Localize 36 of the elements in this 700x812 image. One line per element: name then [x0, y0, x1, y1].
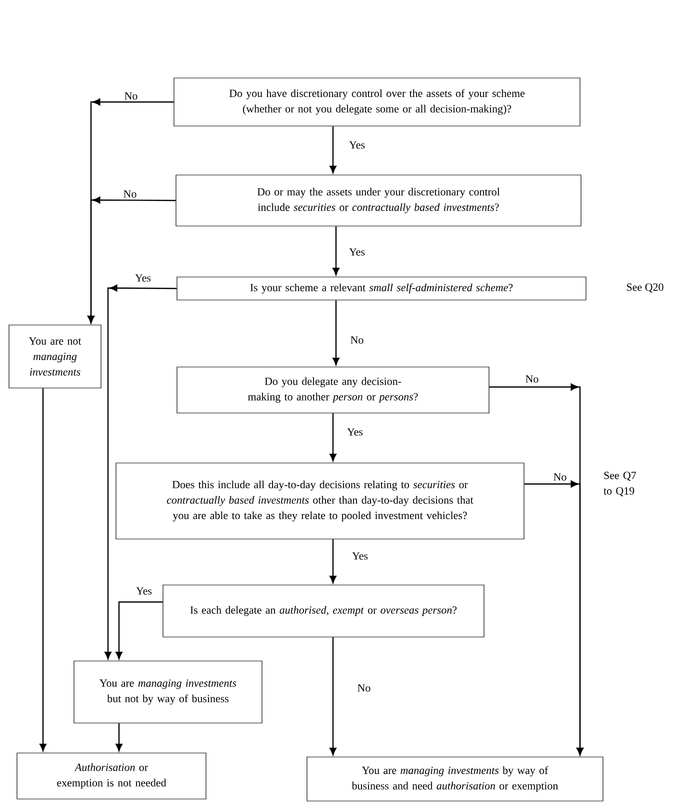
arrow: [88, 196, 176, 324]
flow-box: Do or may the assets under your discretionary control include securities or contractually based investments?: [176, 174, 582, 226]
arrow: [332, 300, 340, 366]
flow-box: You are managing investments by way of business and need authorisation or exemption: [306, 756, 604, 802]
edge-label: No: [524, 374, 540, 384]
arrow: [330, 413, 336, 462]
flow-box: Authorisation or exemption is not needed: [16, 752, 206, 800]
cross-reference: See Q20: [627, 283, 664, 293]
flow-box: Is each delegate an authorised, exempt or overseas person?: [162, 584, 484, 638]
arrow: [330, 539, 336, 584]
cross-reference: See Q7 to Q19: [604, 472, 636, 496]
edge-label: No: [349, 335, 365, 345]
flow-box: Do you have discretionary control over the assets of your scheme (whether or not you delegate some or all decision-making)?: [174, 78, 580, 126]
flow-box: You are managing investments but not by way of business: [74, 660, 262, 724]
arrow: [524, 480, 584, 756]
edge-label: No: [356, 683, 372, 693]
edge-label: Yes: [134, 273, 152, 283]
arrow: [116, 723, 122, 752]
edge-label: Yes: [346, 427, 364, 437]
arrow: [116, 601, 163, 660]
arrow: [104, 284, 177, 660]
edge-label: No: [123, 91, 139, 101]
flow-box: Is your scheme a relevant small self-administered scheme?: [176, 276, 586, 300]
flow-box: You are not managing investments: [8, 324, 102, 388]
edge-label: Yes: [135, 586, 153, 596]
arrow: [332, 226, 340, 276]
edge-label: No: [552, 472, 568, 482]
edge-label: Yes: [348, 140, 366, 150]
flow-box: Do you delegate any decision-making to another person or persons?: [176, 366, 490, 414]
edge-label: No: [122, 189, 138, 199]
edge-label: Yes: [348, 247, 366, 257]
arrow: [40, 388, 46, 752]
arrow: [330, 637, 336, 756]
arrow: [330, 126, 336, 174]
edge-label: Yes: [351, 551, 369, 561]
flow-box: Does this include all day-to-day decisions relating to securities or contractually based investments other than day-to-day decisions that you are able to take as they relate to pooled investment vehicles?: [116, 462, 524, 540]
